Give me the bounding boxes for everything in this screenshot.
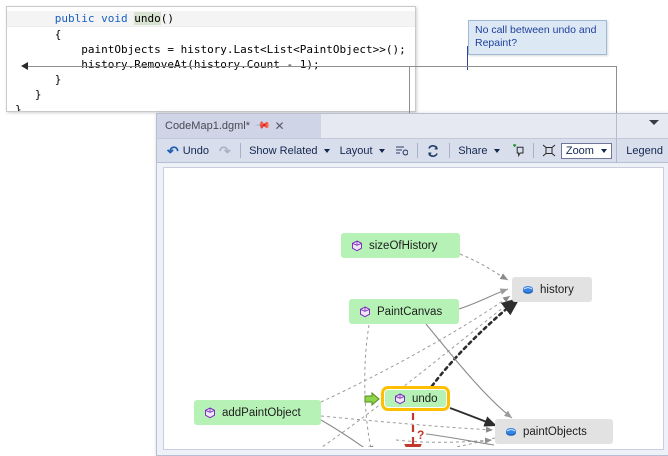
show-related-button[interactable]: Show Related <box>244 143 335 159</box>
fit-to-screen-button[interactable] <box>537 142 561 159</box>
zoom-dropdown[interactable]: Zoom <box>561 143 612 159</box>
redo-button[interactable]: ↷ <box>214 142 236 160</box>
code-text: paintObjects = history.Last<List<PaintOb… <box>81 43 406 56</box>
graph-node-PaintCanvas[interactable]: PaintCanvas <box>349 299 459 324</box>
graph-node-label: PaintCanvas <box>377 306 442 318</box>
chevron-down-icon[interactable] <box>649 120 659 125</box>
graph-node-label: sizeOfHistory <box>369 240 437 252</box>
graph-node-label: addPaintObject <box>222 407 301 419</box>
filter-flow-icon <box>395 144 408 157</box>
graph-node-addPaintObject[interactable]: addPaintObject <box>194 400 321 425</box>
fit-to-screen-icon <box>542 144 556 157</box>
code-text: } <box>15 103 22 112</box>
chevron-down-icon <box>324 149 330 153</box>
layout-label: Layout <box>340 145 373 157</box>
zoom-label: Zoom <box>566 145 594 157</box>
graph-node-undo[interactable]: undo <box>381 386 450 411</box>
graph-node-sizeOfHistory[interactable]: sizeOfHistory <box>341 233 460 258</box>
code-line-close-brace-1[interactable]: } <box>7 72 415 87</box>
chevron-down-icon <box>494 149 500 153</box>
add-comment-icon <box>510 144 524 157</box>
share-label: Share <box>458 145 487 157</box>
refresh-button[interactable] <box>421 142 445 160</box>
codemap-toolbar: ↶ Undo ↷ Show Related Layout <box>157 139 668 163</box>
tab-label: CodeMap1.dgml* <box>165 120 250 132</box>
graph-node-label: undo <box>412 393 438 405</box>
legend-button[interactable]: Legend <box>620 143 668 159</box>
selection-pointer-icon <box>364 392 380 406</box>
tab-codemap1[interactable]: CodeMap1.dgml* 📌 ✕ <box>157 114 321 138</box>
code-line-open-brace[interactable]: { <box>7 27 415 42</box>
chevron-down-icon <box>601 149 607 153</box>
method-icon <box>359 306 371 318</box>
annotation-note: No call between undo and Repaint? <box>468 20 607 55</box>
filter-button[interactable] <box>390 142 413 159</box>
code-text: history.RemoveAt(history.Count - 1); <box>81 58 319 71</box>
code-line-close-brace-2[interactable]: } <box>7 87 415 102</box>
undo-button-label: Undo <box>183 145 209 157</box>
layout-button[interactable]: Layout <box>335 143 390 159</box>
method-icon <box>204 407 216 419</box>
undo-button[interactable]: ↶ Undo <box>162 142 214 160</box>
add-comment-button[interactable] <box>505 142 529 159</box>
code-text: } <box>35 88 42 101</box>
tab-strip-divider <box>616 114 617 138</box>
graph-node-label: paintObjects <box>523 426 587 438</box>
code-line-signature[interactable]: public void undo() <box>7 11 415 27</box>
method-icon <box>351 240 363 252</box>
question-marker: ? <box>417 428 424 442</box>
code-text: } <box>55 73 62 86</box>
method-icon <box>394 393 406 405</box>
refresh-icon <box>426 144 440 158</box>
field-icon <box>505 426 517 438</box>
field-icon <box>522 284 534 296</box>
code-parens: () <box>161 12 174 25</box>
annotation-leader-line <box>26 66 410 67</box>
tab-strip: CodeMap1.dgml* 📌 ✕ <box>157 114 668 139</box>
code-identifier-undo: undo <box>134 12 161 25</box>
code-keyword-public: public void <box>55 12 134 25</box>
show-related-label: Show Related <box>249 145 318 157</box>
graph-node-paintObjects[interactable]: paintObjects <box>495 419 613 444</box>
code-editor-window[interactable]: public void undo() { paintObjects = hist… <box>6 6 416 112</box>
code-line-close-brace-3[interactable]: } <box>7 102 415 112</box>
share-button[interactable]: Share <box>453 143 504 159</box>
redo-arrow-icon: ↷ <box>219 144 231 158</box>
codemap-tool-window: CodeMap1.dgml* 📌 ✕ ↶ Undo ↷ Show Related <box>156 113 668 456</box>
annotation-leader-arrow-icon <box>21 62 28 70</box>
code-text: { <box>55 28 62 41</box>
graph-node-history[interactable]: history <box>512 277 592 302</box>
code-line-removeat[interactable]: history.RemoveAt(history.Count - 1); <box>7 57 415 72</box>
chevron-down-icon <box>379 149 385 153</box>
pin-icon[interactable]: 📌 <box>254 118 270 134</box>
code-line-paintobjects[interactable]: paintObjects = history.Last<List<PaintOb… <box>7 42 415 57</box>
undo-arrow-icon: ↶ <box>167 144 179 158</box>
graph-node-label: history <box>540 284 574 296</box>
close-icon[interactable]: ✕ <box>274 120 284 132</box>
codemap-canvas[interactable]: ? sizeOfHistory history <box>163 167 664 450</box>
